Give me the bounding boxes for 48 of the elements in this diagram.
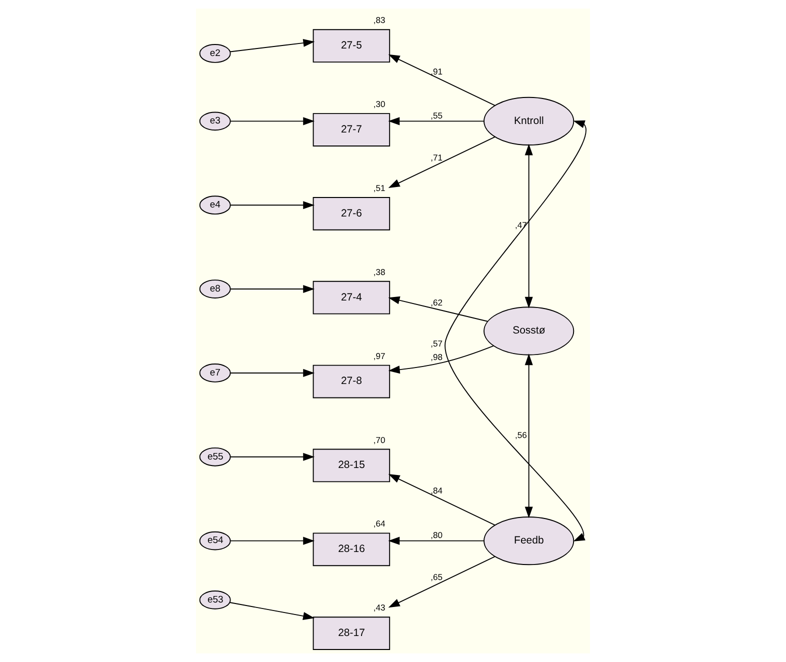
node-ellipse: e53	[199, 590, 231, 610]
node-label: ,43	[373, 602, 386, 613]
node-label: ,64	[373, 518, 386, 529]
node-ellipse: e4	[199, 196, 231, 215]
node-label: ,70	[373, 434, 386, 445]
edge-label: ,57	[430, 338, 443, 348]
node-ellipse: e54	[199, 531, 231, 550]
edge-label: ,65	[430, 572, 443, 582]
edge-label: ,98	[430, 352, 443, 362]
node-ellipse: e2	[199, 44, 231, 63]
arrow	[388, 54, 496, 106]
arrow	[230, 117, 315, 126]
arrow	[230, 452, 315, 461]
node-ellipse: e8	[199, 280, 231, 298]
arrow	[388, 296, 488, 322]
edge-label: ,80	[430, 530, 443, 540]
arrow	[388, 474, 496, 526]
arrow	[388, 556, 496, 608]
arrow	[229, 602, 315, 620]
arrow	[230, 285, 315, 294]
node-ellipse: e55	[199, 447, 231, 466]
arrow	[388, 117, 484, 126]
node-label: ,38	[373, 266, 386, 277]
arrow	[388, 136, 496, 188]
node-label: ,30	[373, 99, 386, 110]
edge-label: ,91	[430, 66, 443, 77]
edge-label: ,62	[430, 297, 443, 308]
arrow	[230, 536, 315, 545]
node-label: ,97	[373, 350, 386, 361]
arrow	[524, 354, 533, 518]
arrow	[230, 368, 315, 377]
node-ellipse: Sosstø	[484, 306, 574, 356]
arrow	[230, 201, 315, 210]
node-ellipse: e3	[199, 112, 231, 131]
node-ellipse: e7	[199, 364, 231, 382]
node-ellipse: Feedb	[484, 516, 574, 566]
edge-label: ,84	[430, 485, 443, 496]
node-ellipse: Kntroll	[484, 96, 574, 146]
arrow	[388, 536, 484, 545]
arrow	[230, 38, 315, 52]
edge-label: ,56	[515, 430, 527, 440]
node-label: ,51	[373, 183, 386, 193]
edge-label: ,71	[430, 152, 443, 162]
arrow	[445, 120, 586, 542]
arrow	[524, 144, 533, 308]
node-label: ,83	[373, 15, 386, 26]
edge-label: ,55	[430, 110, 443, 121]
arrow	[388, 345, 494, 374]
